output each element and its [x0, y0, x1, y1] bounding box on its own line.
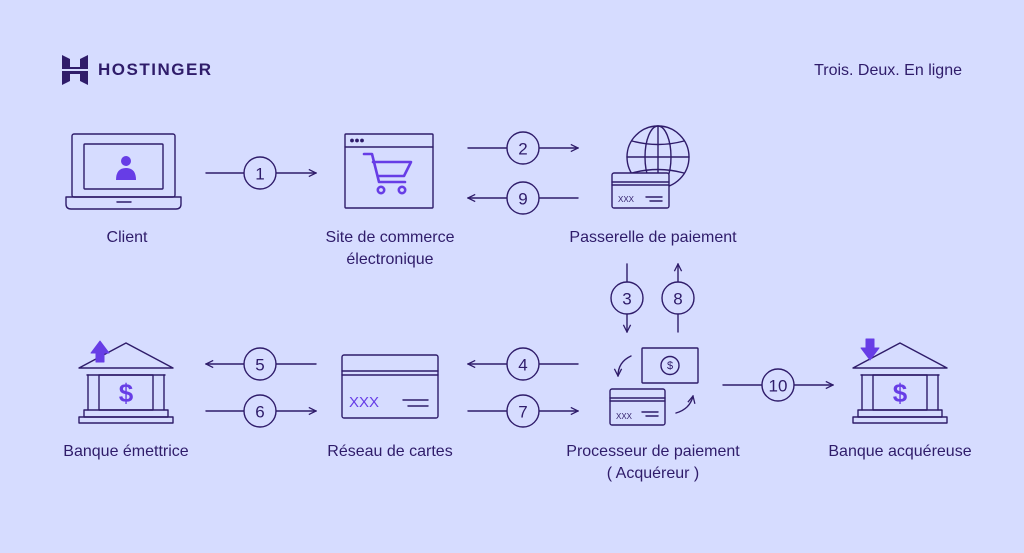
tagline: Trois. Deux. En ligne: [814, 62, 962, 79]
ecommerce-site-icon: [344, 133, 434, 209]
exchange-arrow-icon: [618, 355, 632, 376]
step-4-label: 4: [518, 356, 527, 375]
arrow-down-icon: [860, 338, 880, 361]
user-icon: [116, 156, 136, 180]
banknote-icon: [641, 347, 699, 384]
card-network-label: Réseau de cartes: [327, 443, 453, 460]
issuing-bank-label: Banque émettrice: [63, 443, 189, 460]
processor-label-line2: ( Acquéreur ): [606, 465, 700, 482]
client-label: Client: [106, 229, 148, 246]
step-5-label: 5: [255, 356, 264, 375]
acquiring-bank-icon: [852, 338, 948, 424]
step-7-label: 7: [518, 403, 527, 422]
issuing-bank-icon: [78, 340, 174, 424]
payment-gateway-icon: [611, 125, 690, 209]
payment-processor-icon: [609, 347, 699, 426]
step-6-label: 6: [255, 403, 264, 422]
brand-name: HOSTINGER: [98, 60, 213, 79]
cart-icon: [362, 152, 413, 195]
acquiring-bank-label: Banque acquéreuse: [828, 443, 972, 460]
ecommerce-label-line1: Site de commerce: [325, 229, 455, 246]
card-network-icon: [341, 354, 439, 419]
step-2-label: 2: [518, 140, 527, 159]
arrow-up-icon: [90, 340, 110, 363]
card-network-card-text: XXX: [349, 394, 379, 411]
banknote-dollar-icon: $: [667, 360, 673, 372]
dollar-icon: $: [119, 378, 134, 408]
hostinger-logo-icon: [62, 55, 88, 85]
exchange-arrow-icon: [675, 396, 693, 414]
brand-logo: HOSTINGER: [62, 55, 213, 85]
ecommerce-label-line2: électronique: [346, 251, 434, 268]
processor-card-text: XXX: [616, 412, 633, 421]
step-3-label: 3: [622, 290, 631, 309]
gateway-card-text: XXX: [618, 195, 635, 204]
processor-label-line1: Processeur de paiement: [566, 443, 740, 460]
step-9-label: 9: [518, 190, 527, 209]
step-1-label: 1: [255, 165, 264, 184]
dollar-icon: $: [893, 378, 908, 408]
step-10-label: 10: [769, 377, 788, 396]
gateway-label: Passerelle de paiement: [569, 229, 737, 246]
laptop-icon: [65, 133, 182, 210]
step-8-label: 8: [673, 290, 682, 309]
